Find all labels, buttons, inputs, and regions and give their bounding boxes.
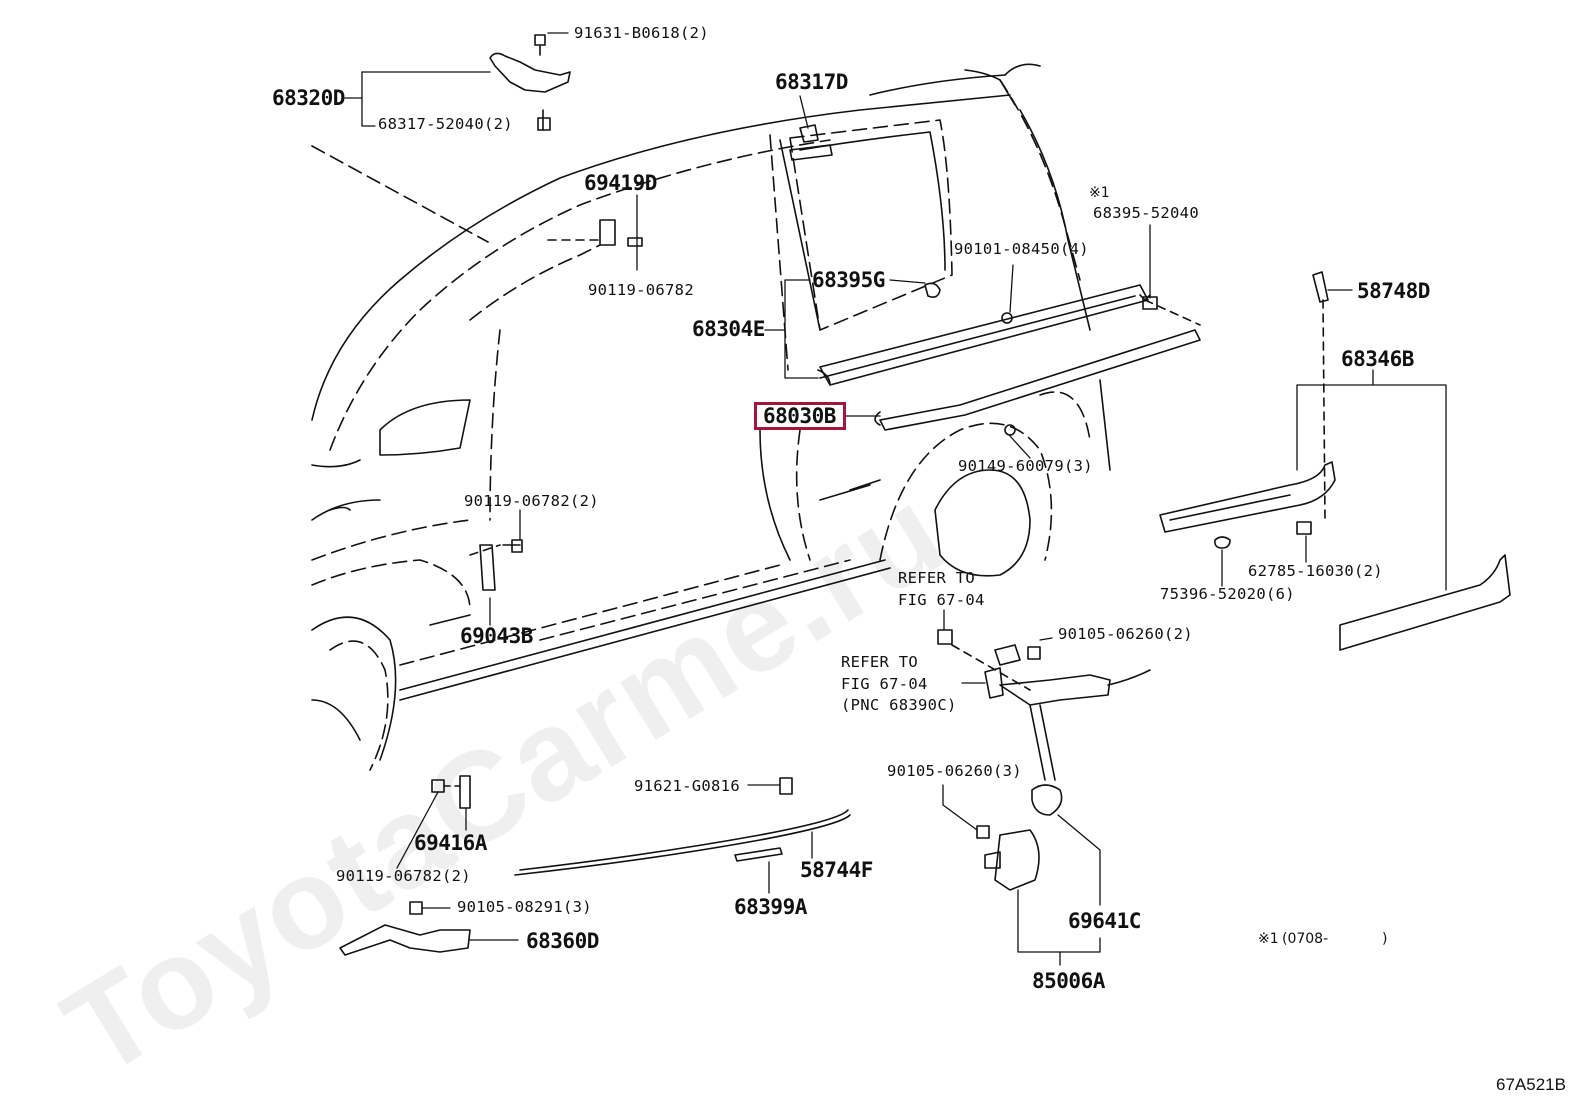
callout-69419D[interactable]: 69419D <box>584 171 657 195</box>
footnote-mark-1: ※1 <box>1089 185 1110 201</box>
footnote-text: (0708- <box>1282 931 1329 947</box>
callout-69641C[interactable]: 69641C <box>1068 909 1141 933</box>
callout-68320D[interactable]: 68320D <box>272 86 345 110</box>
footnote-mark: ※1 <box>1258 931 1279 947</box>
callout-90119-06782-c[interactable]: 90119-06782(2) <box>336 867 471 885</box>
hinge-68320D <box>489 34 571 131</box>
roller-68317D <box>789 124 833 161</box>
lower-rail-68030B <box>874 299 1201 436</box>
callout-90119-06782-a[interactable]: 90119-06782 <box>588 281 694 299</box>
callout-68399A[interactable]: 68399A <box>734 895 807 919</box>
highlight-frame-68030B <box>754 402 846 430</box>
callout-68317-52040[interactable]: 68317-52040(2) <box>378 115 513 133</box>
callout-69416A[interactable]: 69416A <box>414 831 487 855</box>
refer-to-label-2: REFER TO <box>841 653 919 671</box>
callout-69043B[interactable]: 69043B <box>460 624 533 648</box>
refer-pnc-label[interactable]: (PNC 68390C) <box>841 696 957 714</box>
lower-hinge-assembly <box>937 629 1151 891</box>
callout-90105-06260-2[interactable]: 90105-06260(2) <box>1058 625 1193 643</box>
callout-90101-08450[interactable]: 90101-08450(4) <box>954 240 1089 258</box>
footnote-close: ) <box>1382 931 1388 947</box>
refer-fig-label-2[interactable]: FIG 67-04 <box>841 675 928 693</box>
callout-68346B[interactable]: 68346B <box>1341 347 1414 371</box>
callout-68395G[interactable]: 68395G <box>812 268 885 292</box>
callout-90105-06260-3[interactable]: 90105-06260(3) <box>887 762 1022 780</box>
bracket-69043B <box>469 539 523 591</box>
refer-fig-label-1[interactable]: FIG 67-04 <box>898 591 985 609</box>
callout-91621-G0816[interactable]: 91621-G0816 <box>634 777 740 795</box>
callout-68395-52040[interactable]: 68395-52040 <box>1093 204 1199 222</box>
striker-69419D <box>547 219 643 247</box>
callout-90105-08291[interactable]: 90105-08291(3) <box>457 898 592 916</box>
callout-62785-16030[interactable]: 62785-16030(2) <box>1248 562 1383 580</box>
callout-68317D[interactable]: 68317D <box>775 70 848 94</box>
callout-75396-52020[interactable]: 75396-52020(6) <box>1160 585 1295 603</box>
leader-lines <box>344 32 1447 966</box>
callout-68360D[interactable]: 68360D <box>526 929 599 953</box>
refer-to-label-1: REFER TO <box>898 569 976 587</box>
callout-91631-B0618[interactable]: 91631-B0618(2) <box>574 24 709 42</box>
callout-90119-06782-b[interactable]: 90119-06782(2) <box>464 492 599 510</box>
rocker-moulding-68346B <box>1159 271 1511 651</box>
callout-58744F[interactable]: 58744F <box>800 858 873 882</box>
callout-68304E[interactable]: 68304E <box>692 317 765 341</box>
rear-door-window-frame <box>817 282 1151 386</box>
cable-58744F <box>514 777 851 876</box>
callout-85006A[interactable]: 85006A <box>1032 969 1105 993</box>
vehicle-body-outline <box>311 63 1111 771</box>
callout-58748D[interactable]: 58748D <box>1357 279 1430 303</box>
callout-68030B[interactable]: 68030B <box>763 404 836 428</box>
figure-code: 67A521B <box>1496 1075 1566 1094</box>
callout-90149-60079[interactable]: 90149-60079(3) <box>958 457 1093 475</box>
